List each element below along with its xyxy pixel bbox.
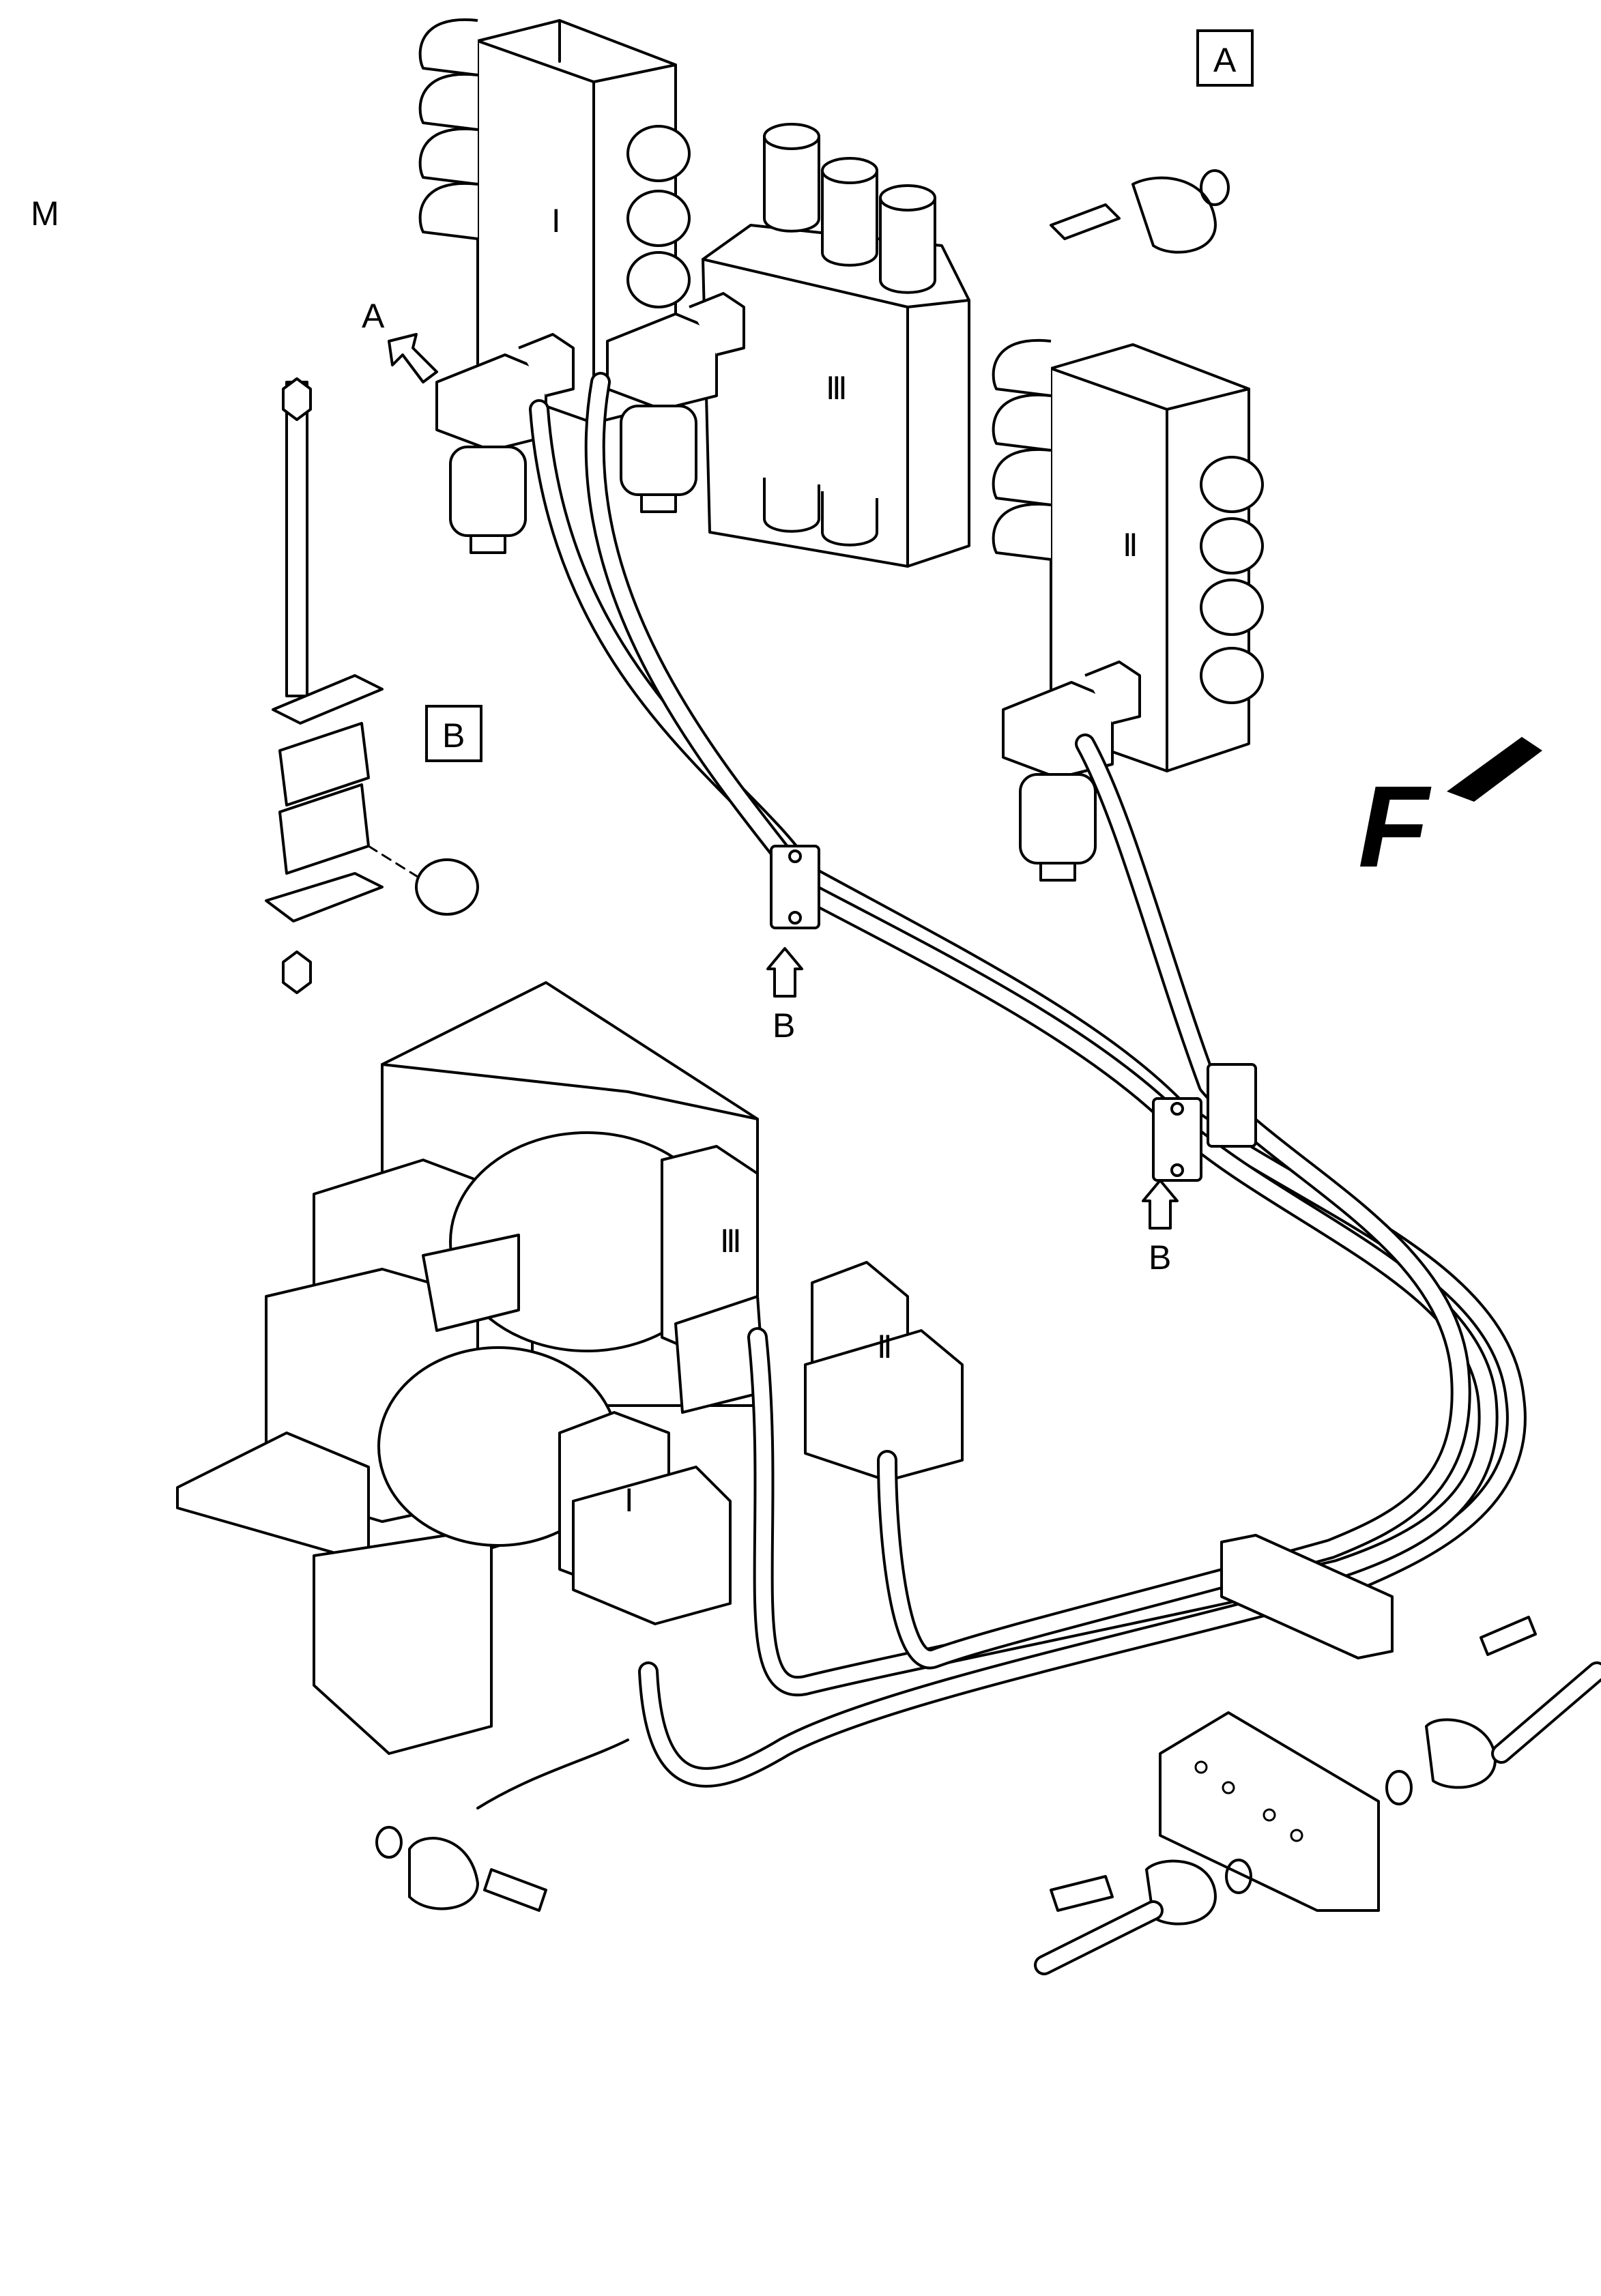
control-valve-3: Ⅲ	[702, 123, 970, 568]
detail-b-clamp: B	[265, 377, 482, 994]
view-arrow-b2: B	[1142, 1179, 1179, 1277]
motor-2-label: Ⅱ	[877, 1330, 893, 1365]
swivel-fitting-detail-bottom	[1034, 1859, 1252, 1975]
hose-clamp-b3	[1207, 1063, 1257, 1148]
motor-1-label: Ⅰ	[624, 1483, 634, 1518]
center-swivel-block	[1159, 1534, 1394, 1912]
view-arrow-b1: B	[766, 947, 803, 1045]
front-direction-marker: F	[1358, 737, 1542, 892]
line-filter-1	[435, 333, 575, 554]
detail-b-label: B	[442, 716, 465, 755]
swing-gearbox: Ⅰ Ⅲ Ⅱ	[176, 981, 964, 1755]
view-arrow-a: A	[362, 297, 438, 383]
hose-clamp-b1	[770, 845, 820, 929]
valve-1-label: Ⅰ	[551, 204, 561, 239]
view-arrow-b1-label: B	[773, 1006, 795, 1045]
control-valve-2: Ⅱ	[992, 338, 1264, 772]
control-valve-1: Ⅰ	[418, 18, 691, 424]
valve-2-label: Ⅱ	[1123, 528, 1138, 563]
view-arrow-a-label: A	[362, 297, 385, 335]
swivel-fitting-detail-right	[1385, 1616, 1601, 1805]
front-direction-label: F	[1358, 762, 1432, 892]
detail-a-label: A	[1213, 41, 1237, 79]
motor-fitting-detail-left	[375, 1739, 629, 1912]
view-arrow-b2-label: B	[1149, 1238, 1171, 1277]
hose-clamp-b2	[1152, 1097, 1202, 1182]
detail-a-fitting: A	[1050, 29, 1254, 254]
page-marker: M	[31, 194, 59, 233]
valve-3-label: Ⅲ	[826, 371, 848, 406]
motor-3-label: Ⅲ	[720, 1224, 742, 1259]
line-filter-2	[606, 292, 745, 513]
